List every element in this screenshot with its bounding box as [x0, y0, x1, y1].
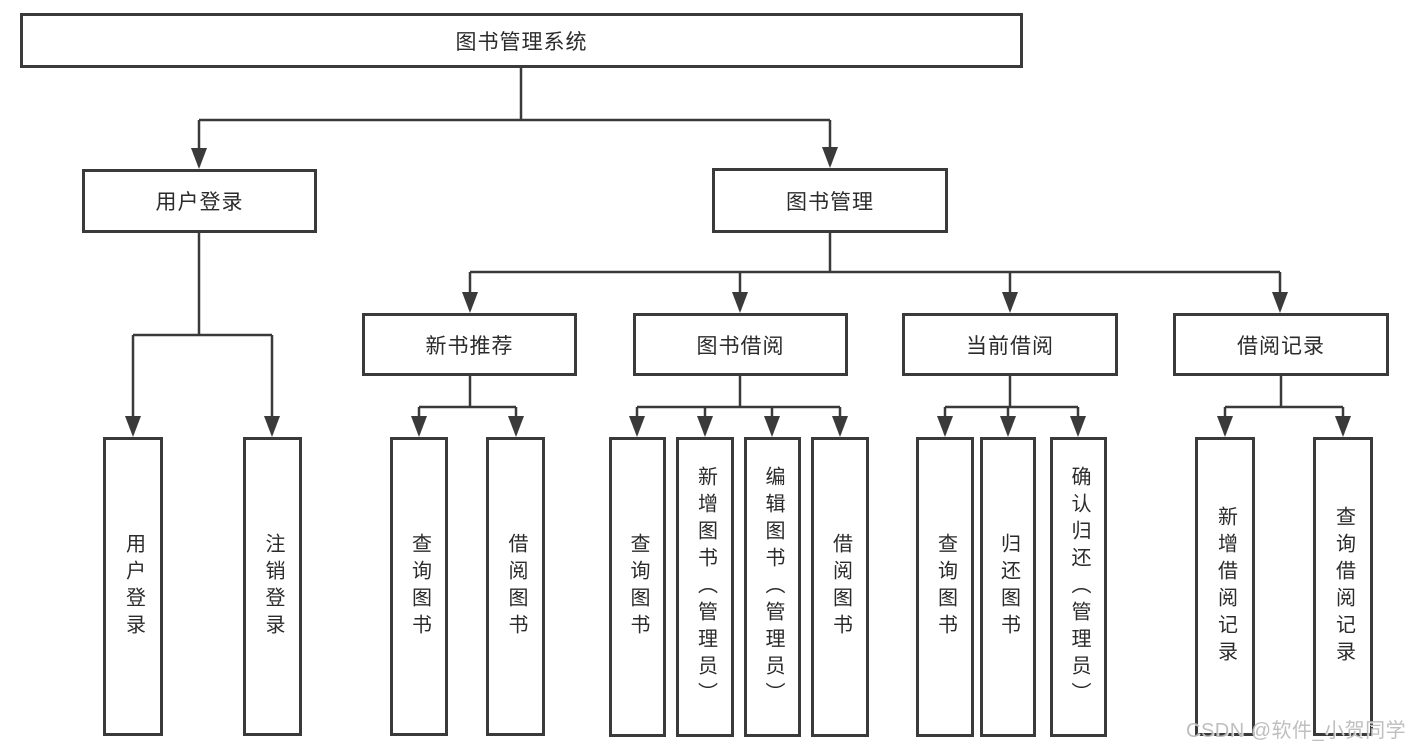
arrowhead — [508, 416, 524, 437]
leaf-borrow-books-recommend: 借阅图书 — [486, 437, 545, 736]
leaf-query-books-current: 查询图书 — [916, 437, 974, 737]
arrowhead — [937, 416, 953, 437]
leaf-query-books-borrow-label: 查询图书 — [627, 533, 649, 641]
node-current-borrow-label: 当前借阅 — [966, 334, 1054, 358]
arrowhead — [1272, 292, 1288, 313]
arrowhead — [1002, 292, 1018, 313]
leaf-add-books-admin: 新增图书（管理员） — [676, 437, 734, 737]
arrowhead — [764, 416, 780, 437]
leaf-logout: 注销登录 — [243, 437, 302, 736]
node-new-book-recommend-label: 新书推荐 — [425, 334, 514, 358]
leaf-add-borrow-record-label: 新增借阅记录 — [1214, 505, 1237, 668]
node-user-login: 用户登录 — [82, 169, 317, 233]
node-borrow-records-label: 借阅记录 — [1237, 334, 1325, 358]
arrowhead — [822, 147, 838, 168]
leaf-borrow-books: 借阅图书 — [811, 437, 869, 737]
arrowhead — [732, 292, 748, 313]
node-book-management-label: 图书管理 — [786, 190, 874, 214]
connector-book-borrow-to-leaves — [635, 376, 842, 434]
node-current-borrow: 当前借阅 — [902, 313, 1118, 376]
leaf-borrow-books-recommend-label: 借阅图书 — [505, 532, 527, 641]
arrowhead — [125, 416, 141, 437]
node-book-borrow-label: 图书借阅 — [696, 334, 785, 358]
node-user-login-label: 用户登录 — [155, 191, 244, 214]
connector-user-login-to-leaves — [131, 233, 274, 434]
arrowhead — [832, 416, 848, 437]
leaf-user-login: 用户登录 — [103, 437, 163, 736]
leaf-return-books-label: 归还图书 — [997, 533, 1020, 641]
arrowhead — [462, 292, 478, 313]
node-borrow-records: 借阅记录 — [1173, 313, 1389, 376]
leaf-query-borrow-record: 查询借阅记录 — [1313, 437, 1373, 736]
arrowhead — [629, 416, 645, 437]
node-root: 图书管理系统 — [20, 13, 1023, 68]
arrowhead — [697, 416, 713, 437]
node-new-book-recommend: 新书推荐 — [362, 313, 577, 376]
leaf-user-login-label: 用户登录 — [122, 532, 145, 641]
arrowhead — [191, 148, 207, 169]
connector-new-book-recommend-to-leaves — [417, 376, 518, 434]
leaf-query-borrow-record-label: 查询借阅记录 — [1332, 505, 1355, 668]
connector-borrow-records-to-leaves — [1223, 376, 1345, 434]
leaf-confirm-return-admin: 确认归还（管理员） — [1050, 437, 1107, 737]
connector-book-management-to-level3 — [468, 233, 1282, 310]
arrowhead — [264, 416, 280, 437]
leaf-query-books-recommend-label: 查询图书 — [408, 532, 431, 641]
leaf-query-books-borrow: 查询图书 — [609, 437, 666, 737]
leaf-borrow-books-label: 借阅图书 — [829, 533, 852, 641]
node-root-label: 图书管理系统 — [455, 30, 588, 54]
leaf-add-borrow-record: 新增借阅记录 — [1195, 437, 1255, 736]
csdn-watermark: CSDN @软件_小贺同学 — [1186, 720, 1405, 742]
node-book-management: 图书管理 — [712, 168, 948, 233]
leaf-query-books-recommend: 查询图书 — [390, 437, 448, 736]
leaf-edit-books-admin-label: 编辑图书（管理员） — [762, 465, 784, 709]
node-book-borrow: 图书借阅 — [633, 313, 848, 376]
leaf-add-books-admin-label: 新增图书（管理员） — [694, 465, 717, 709]
arrowhead — [1335, 416, 1351, 437]
arrowhead — [1000, 416, 1016, 437]
connector-paths — [131, 68, 1345, 434]
leaf-return-books: 归还图书 — [980, 437, 1036, 737]
connector-root-to-level2 — [197, 68, 832, 166]
leaf-edit-books-admin: 编辑图书（管理员） — [744, 437, 801, 737]
leaf-query-books-current-label: 查询图书 — [934, 533, 957, 641]
arrowhead — [1070, 416, 1086, 437]
arrowheads — [125, 147, 1351, 437]
leaf-confirm-return-admin-label: 确认归还（管理员） — [1068, 465, 1090, 709]
leaf-logout-label: 注销登录 — [262, 532, 284, 641]
arrowhead — [1217, 416, 1233, 437]
arrowhead — [411, 416, 427, 437]
